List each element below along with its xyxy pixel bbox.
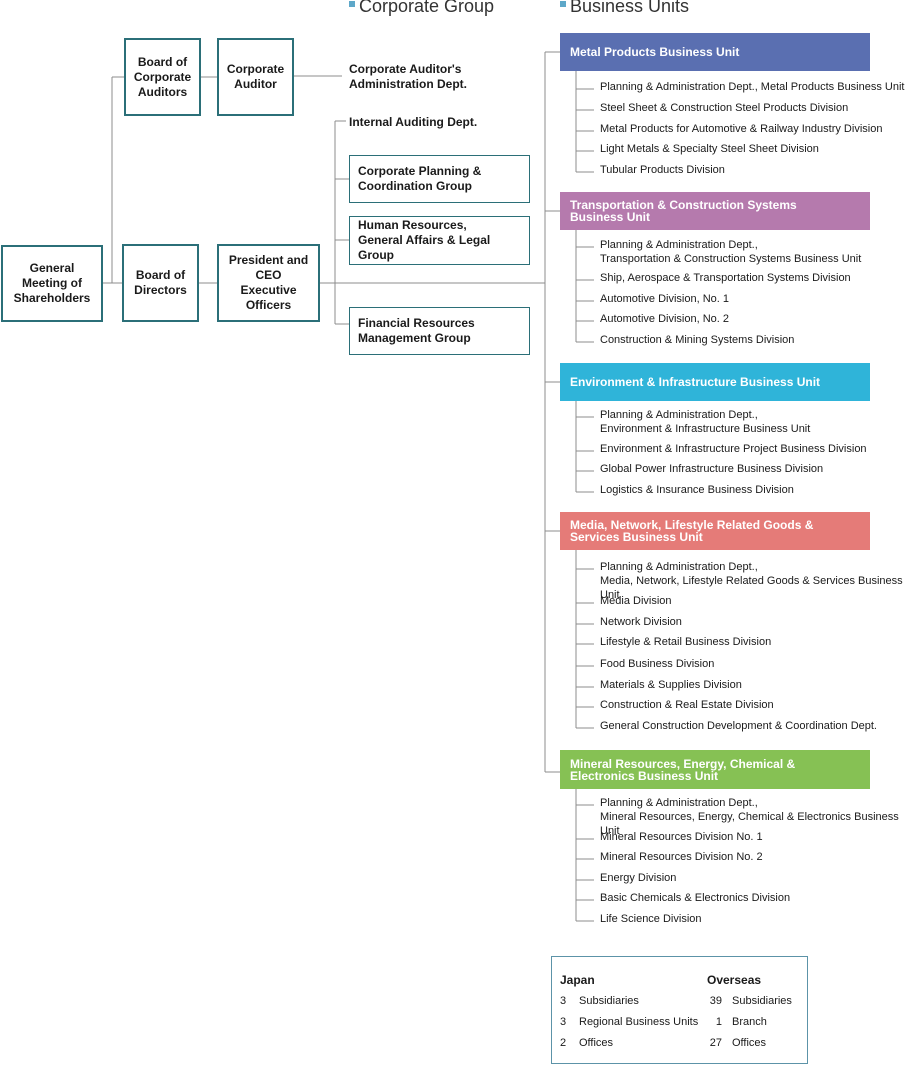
division-item[interactable]: Life Science Division xyxy=(600,913,702,925)
legend-overseas-label: Subsidiaries xyxy=(732,995,792,1007)
division-item[interactable]: Planning & Administration Dept., Transpo… xyxy=(600,239,862,265)
legend-overseas-count: 1 xyxy=(715,1016,722,1028)
financial-resources-group-box[interactable]: Financial Resources Management Group xyxy=(349,307,530,355)
division-item[interactable]: Planning & Administration Dept., Environ… xyxy=(600,409,811,435)
division-item[interactable]: Network Division xyxy=(600,616,682,628)
auditor-admin-dept[interactable]: Corporate Auditor's Administration Dept. xyxy=(349,62,468,91)
division-item[interactable]: Tubular Products Division xyxy=(600,164,725,176)
corporate-auditor-box[interactable]: Corporate Auditor xyxy=(217,38,294,116)
legend-japan-count: 3 xyxy=(560,995,567,1007)
square-bullet-icon xyxy=(349,1,355,8)
business-unit-header[interactable]: Metal Products Business Unit xyxy=(560,33,870,71)
division-item[interactable]: Light Metals & Specialty Steel Sheet Div… xyxy=(600,143,819,155)
legend-box: Japan Overseas 3 Subsidiaries 3 Regional… xyxy=(551,956,808,1064)
legend-overseas-label: Offices xyxy=(732,1037,767,1049)
business-unit-header[interactable]: Mineral Resources, Energy, Chemical & El… xyxy=(560,750,870,789)
division-item[interactable]: Metal Products for Automotive & Railway … xyxy=(600,123,883,135)
header-corporate-group: Corporate Group xyxy=(349,0,494,17)
division-item[interactable]: Planning & Administration Dept., Metal P… xyxy=(600,81,905,93)
division-item[interactable]: Media Division xyxy=(600,595,672,607)
division-item[interactable]: Energy Division xyxy=(600,872,677,884)
division-item[interactable]: Steel Sheet & Construction Steel Product… xyxy=(600,102,849,114)
shareholders-box[interactable]: General Meeting of Shareholders xyxy=(1,245,103,322)
square-bullet-icon xyxy=(560,1,566,8)
division-item[interactable]: Automotive Division, No. 1 xyxy=(600,293,729,305)
legend-japan-count: 2 xyxy=(560,1037,567,1049)
legend-japan-label: Regional Business Units xyxy=(579,1016,699,1028)
board-of-directors-box[interactable]: Board of Directors xyxy=(122,244,199,322)
legend-overseas-count: 39 xyxy=(709,995,722,1007)
legend-japan-label: Subsidiaries xyxy=(579,995,639,1007)
division-item[interactable]: Environment & Infrastructure Project Bus… xyxy=(600,443,867,455)
division-item[interactable]: Basic Chemicals & Electronics Division xyxy=(600,892,791,904)
division-item[interactable]: Mineral Resources Division No. 1 xyxy=(600,831,763,843)
hr-legal-group-box[interactable]: Human Resources, General Affairs & Legal… xyxy=(349,216,530,265)
legend-overseas-count: 27 xyxy=(709,1037,722,1049)
division-item[interactable]: Lifestyle & Retail Business Division xyxy=(600,636,772,648)
division-item[interactable]: Planning & Administration Dept., Mineral… xyxy=(600,797,899,837)
legend-overseas-title: Overseas xyxy=(707,973,762,987)
internal-auditing-dept[interactable]: Internal Auditing Dept. xyxy=(349,115,478,129)
division-item[interactable]: Construction & Mining Systems Division xyxy=(600,334,795,346)
corporate-planning-group-box[interactable]: Corporate Planning & Coordination Group xyxy=(349,155,530,203)
division-item[interactable]: Planning & Administration Dept., Media, … xyxy=(600,561,903,601)
division-item[interactable]: Materials & Supplies Division xyxy=(600,679,742,691)
division-item[interactable]: Mineral Resources Division No. 2 xyxy=(600,851,763,863)
division-item[interactable]: General Construction Development & Coord… xyxy=(600,720,877,732)
legend-japan-count: 3 xyxy=(560,1016,567,1028)
president-ceo-box[interactable]: President and CEO Executive Officers xyxy=(217,244,320,322)
business-unit-header[interactable]: Transportation & Construction Systems Bu… xyxy=(560,192,870,230)
header-business-units: Business Units xyxy=(560,0,689,17)
board-of-auditors-box[interactable]: Board of Corporate Auditors xyxy=(124,38,201,116)
division-item[interactable]: Global Power Infrastructure Business Div… xyxy=(600,463,824,475)
legend-japan-title: Japan xyxy=(560,973,595,987)
division-item[interactable]: Automotive Division, No. 2 xyxy=(600,313,729,325)
legend-japan-label: Offices xyxy=(579,1037,614,1049)
division-item[interactable]: Food Business Division xyxy=(600,658,715,670)
legend-overseas-label: Branch xyxy=(732,1016,767,1028)
business-unit-header[interactable]: Media, Network, Lifestyle Related Goods … xyxy=(560,512,870,550)
business-unit-header[interactable]: Environment & Infrastructure Business Un… xyxy=(560,363,870,401)
division-item[interactable]: Logistics & Insurance Business Division xyxy=(600,484,794,496)
division-item[interactable]: Ship, Aerospace & Transportation Systems… xyxy=(600,272,851,284)
division-item[interactable]: Construction & Real Estate Division xyxy=(600,699,774,711)
